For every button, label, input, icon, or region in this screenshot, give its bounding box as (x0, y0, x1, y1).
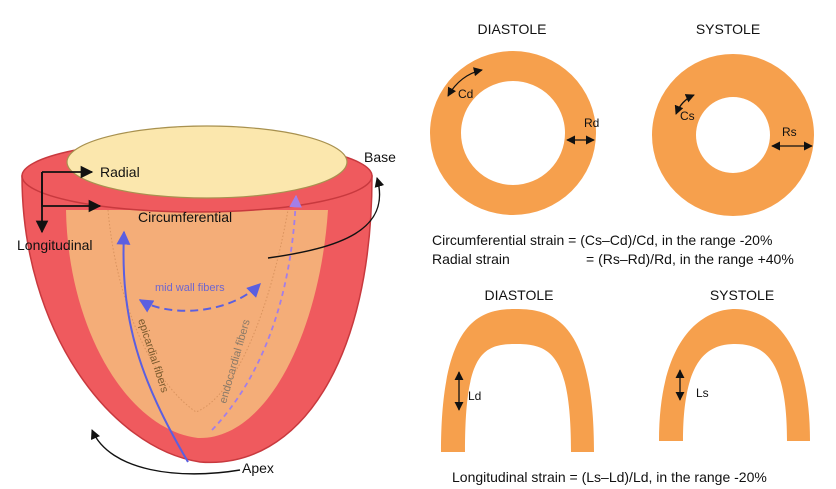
diastole-ring (430, 51, 596, 215)
mid-wall-fibers-label: mid wall fibers (155, 282, 225, 294)
base-arrow (267, 177, 385, 259)
heart-inner-wall (66, 210, 328, 439)
ld-label: Ld (468, 389, 481, 403)
longitudinal-label: Longitudinal (17, 237, 93, 253)
apex-arrow (90, 429, 241, 475)
ls-label: Ls (696, 386, 709, 400)
heart-illustration: Radial Base Circumferential Longitudinal… (17, 125, 396, 476)
heart-cavity (66, 125, 348, 199)
cd-arrow (447, 67, 483, 97)
heart-endocardial-border (107, 209, 289, 413)
radial-strain-name: Radial strain (432, 251, 510, 267)
circumferential-strain-formula: Circumferential strain = (Cs–Cd)/Cd, in … (432, 232, 772, 248)
cd-label: Cd (458, 87, 473, 101)
rd-label: Rd (584, 116, 599, 130)
radial-label: Radial (100, 164, 140, 180)
diastole-arch (441, 309, 594, 452)
long-diastole-title: DIASTOLE (485, 287, 554, 303)
short-diastole-title: DIASTOLE (478, 21, 547, 37)
longitudinal-strain-formula: Longitudinal strain = (Ls–Ld)/Ld, in the… (452, 469, 767, 485)
rs-label: Rs (782, 125, 797, 139)
long-axis-panel: DIASTOLE SYSTOLE Ld Ls Longitudinal stra… (441, 287, 810, 485)
circumferential-label: Circumferential (138, 209, 232, 225)
endocardial-fiber-line (211, 194, 302, 431)
apex-label: Apex (242, 460, 274, 476)
long-systole-title: SYSTOLE (710, 287, 774, 303)
short-axis-panel: DIASTOLE SYSTOLE Cd Rd Cs Rs Circumferen… (430, 21, 814, 267)
epicardial-fiber-line (116, 230, 189, 463)
base-label: Base (364, 149, 396, 165)
cs-label: Cs (680, 109, 695, 123)
systole-arch (659, 309, 810, 441)
radial-strain-formula: = (Rs–Rd)/Rd, in the range +40% (586, 251, 794, 267)
cs-arrow (674, 94, 695, 115)
short-systole-title: SYSTOLE (696, 21, 760, 37)
